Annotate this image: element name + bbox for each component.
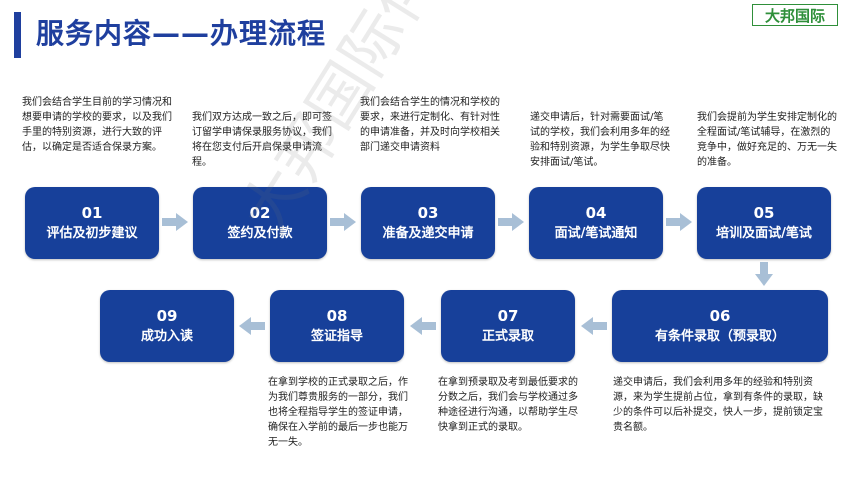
step-01-desc: 我们会结合学生目前的学习情况和想要申请的学校的要求，以及我们手里的特别资源，进行… [22,97,172,153]
step-04-box[interactable]: 04 面试/笔试通知 [529,187,663,259]
step-07-desc: 在拿到预录取及考到最低要求的分数之后，我们会与学校通过多种途径进行沟通，以帮助学… [438,377,578,433]
step-09-label: 成功入读 [140,329,193,344]
step-01-box[interactable]: 01 评估及初步建议 [25,187,159,259]
step-04-number: 04 [585,204,607,222]
step-05-desc: 我们会提前为学生安排定制化的全程面试/笔试辅导，在激烈的竞争中，做好充足的、万无… [697,112,837,168]
step-03-number: 03 [417,204,439,222]
step-08-box[interactable]: 08 签证指导 [270,290,404,362]
brand-logo: 大邦国际 [752,4,838,26]
page-title: 服务内容——办理流程 [36,17,327,50]
arrow-right-icon [498,213,524,231]
step-02-number: 02 [249,204,271,222]
arrow-right-icon [162,213,188,231]
step-06-label: 有条件录取（预录取） [654,329,785,344]
arrow-left-icon [239,317,265,335]
step-09-box[interactable]: 09 成功入读 [100,290,234,362]
step-08-desc: 在拿到学校的正式录取之后，作为我们尊贵服务的一部分，我们也将全程指导学生的签证申… [268,377,408,448]
step-09-number: 09 [156,307,178,325]
step-05-box[interactable]: 05 培训及面试/笔试 [697,187,831,259]
step-08-number: 08 [326,307,348,325]
step-05-label: 培训及面试/笔试 [716,226,812,241]
step-02-label: 签约及付款 [227,226,293,241]
arrow-right-icon [666,213,692,231]
step-03-label: 准备及递交申请 [382,226,474,241]
step-02-box[interactable]: 02 签约及付款 [193,187,327,259]
step-02-desc: 我们双方达成一致之后，即可签订留学申请保录服务协议，我们将在您支付后开启保录申请… [192,112,332,168]
step-06-number: 06 [709,307,731,325]
title-accent-bar [14,12,21,58]
step-07-label: 正式录取 [481,329,534,344]
arrow-left-icon [410,317,436,335]
step-07-number: 07 [497,307,519,325]
step-04-desc: 递交申请后，针对需要面试/笔试的学校，我们会利用多年的经验和特别资源，为学生争取… [530,112,670,168]
step-06-box[interactable]: 06 有条件录取（预录取） [612,290,828,362]
step-03-box[interactable]: 03 准备及递交申请 [361,187,495,259]
step-03-desc: 我们会结合学生的情况和学校的要求，来进行定制化、有针对性的申请准备，并及时向学校… [360,97,500,153]
step-07-box[interactable]: 07 正式录取 [441,290,575,362]
arrow-left-icon [581,317,607,335]
step-01-label: 评估及初步建议 [46,226,138,241]
step-06-desc: 递交申请后，我们会利用多年的经验和特别资源，来为学生提前占位，拿到有条件的录取，… [613,377,823,433]
step-04-label: 面试/笔试通知 [554,226,638,241]
step-05-number: 05 [753,204,775,222]
step-08-label: 签证指导 [310,329,363,344]
arrow-right-icon [330,213,356,231]
step-01-number: 01 [81,204,103,222]
arrow-down-icon [755,262,773,286]
